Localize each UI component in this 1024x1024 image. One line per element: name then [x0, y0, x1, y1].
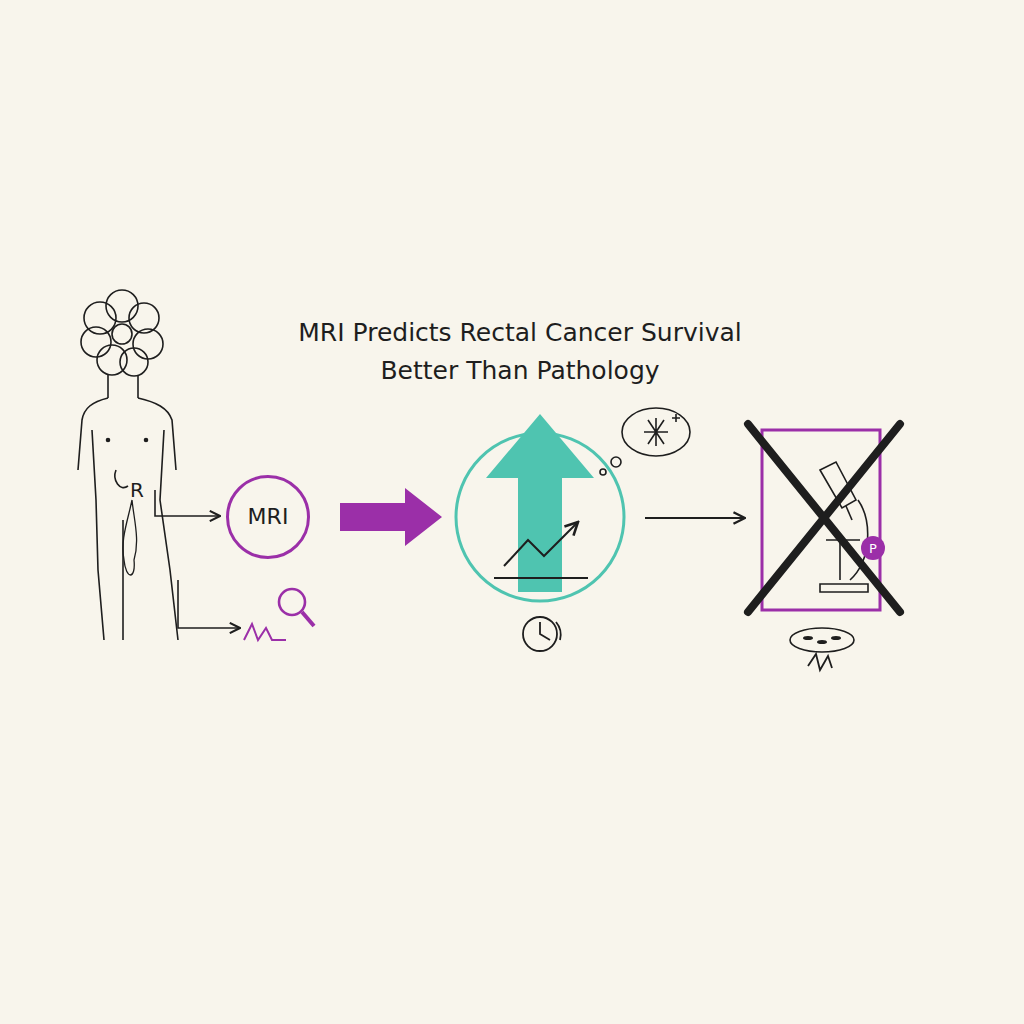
clock-icon [523, 617, 561, 651]
mri-circle: MRI [226, 475, 310, 559]
baseline [494, 577, 588, 579]
petri-dish [790, 628, 854, 652]
person-figure [78, 290, 178, 640]
leader-line [155, 490, 220, 516]
pathology-badge: P [861, 536, 885, 560]
up-arrow [486, 414, 594, 592]
flow-arrow [645, 517, 745, 519]
flow-arrow [340, 488, 442, 546]
cell-dots [803, 636, 841, 644]
node-text: MRI [248, 506, 289, 528]
zigzag [808, 654, 832, 670]
diagram-title: MRI Predicts Rectal Cancer Survival Bett… [260, 314, 780, 390]
node-text: P [869, 542, 877, 555]
body-letter: R [130, 478, 144, 502]
magnifier-icon [244, 589, 314, 640]
cross-mark [748, 424, 900, 612]
thought-bubble [600, 408, 690, 475]
leader-line [178, 580, 240, 628]
trend-line [504, 522, 578, 566]
